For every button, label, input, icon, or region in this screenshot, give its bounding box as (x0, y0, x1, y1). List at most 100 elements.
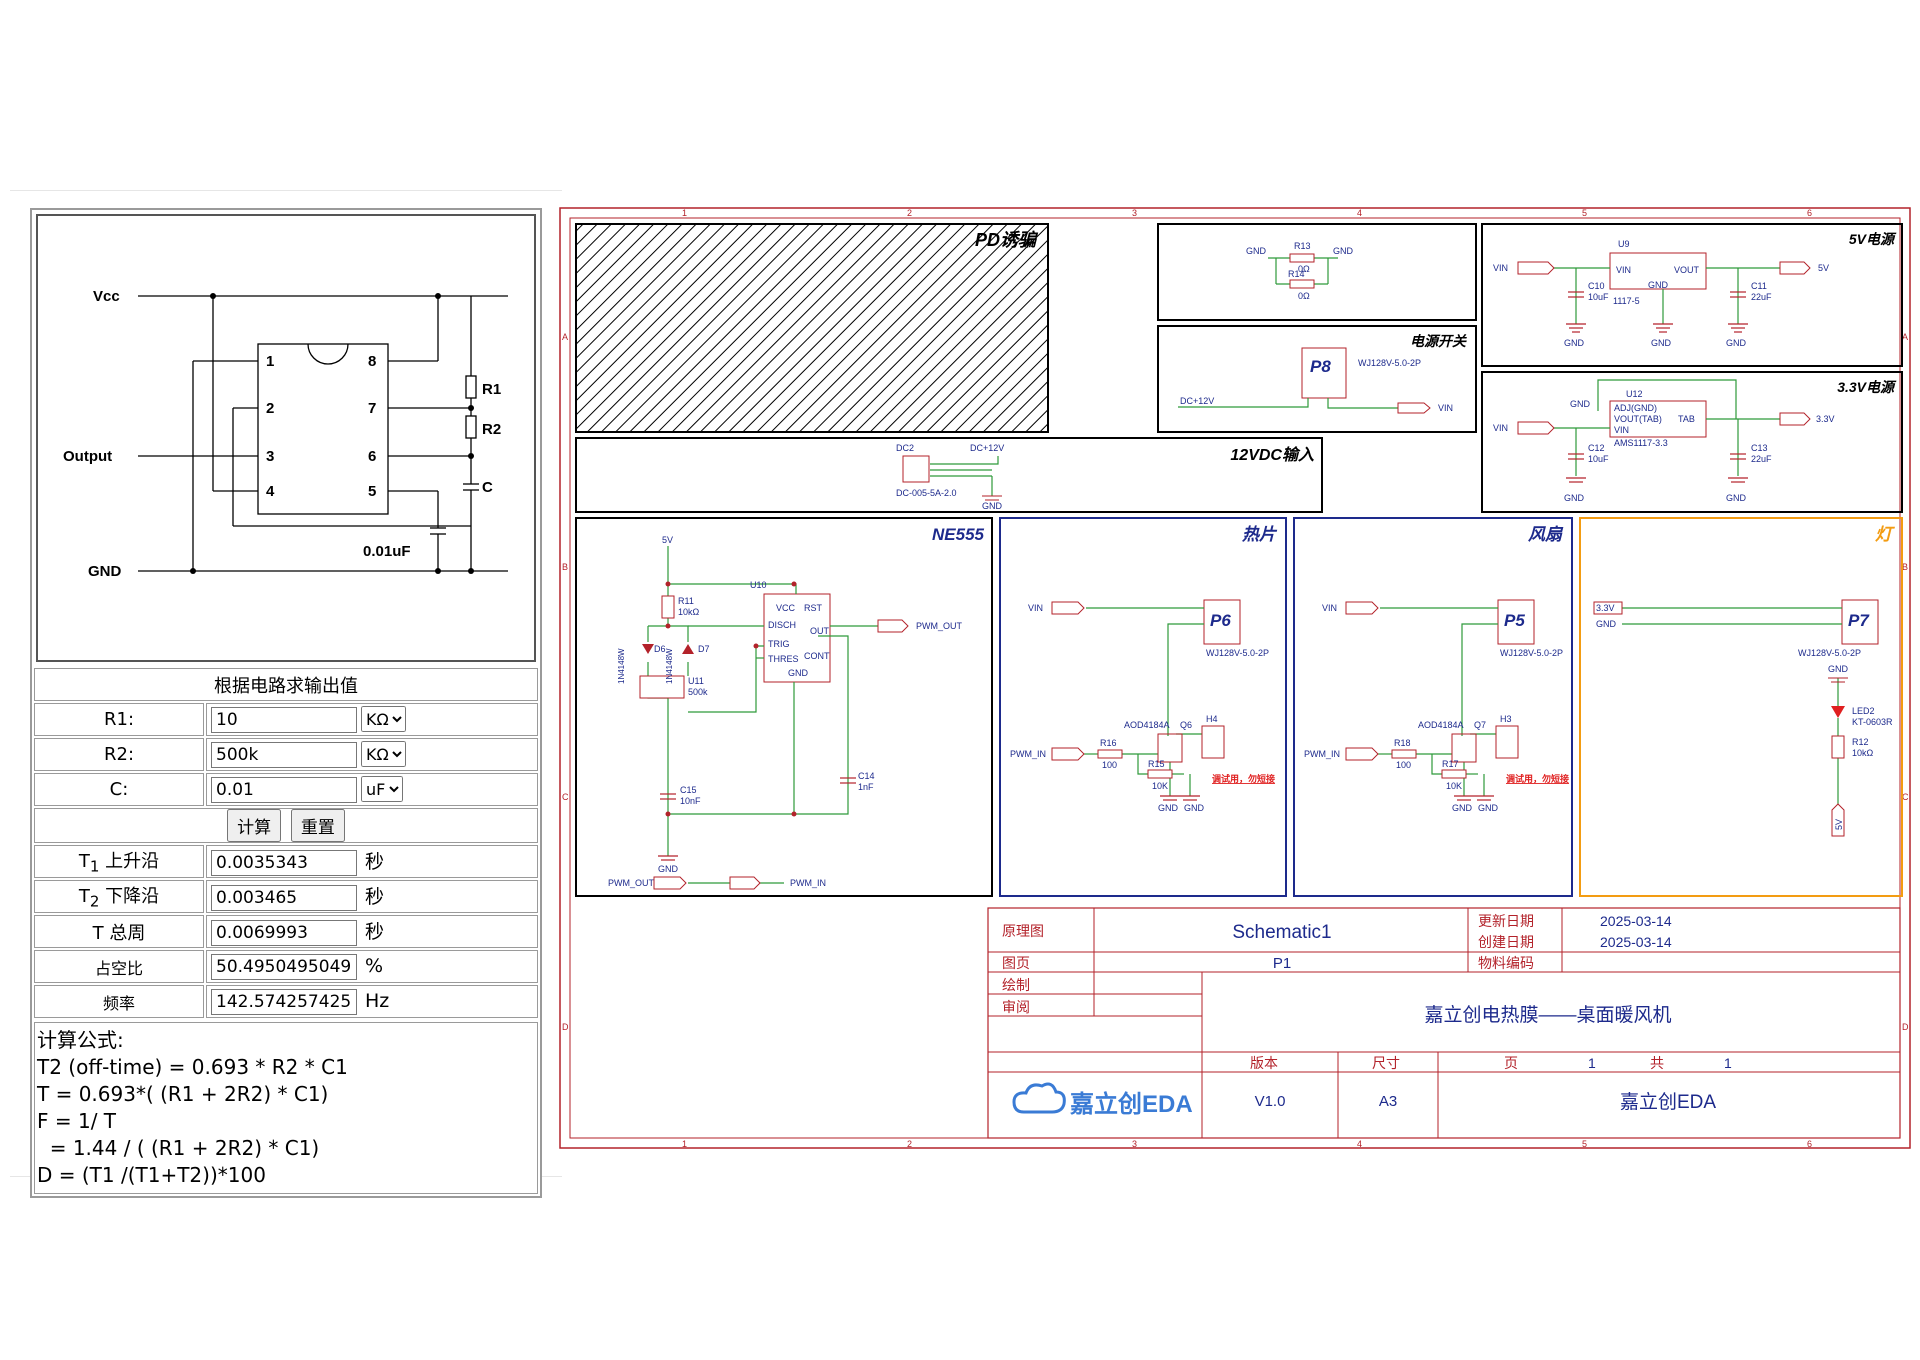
d6-label: D6 (654, 644, 666, 654)
u11-value: 500k (688, 687, 708, 697)
r1-field-label: R1: (34, 703, 204, 736)
t-total-label: T 总周 (34, 915, 204, 948)
u10-pin-thres: THRES (768, 654, 799, 664)
p5v-gnd-2: GND (1651, 338, 1672, 348)
q7-part: AOD4184A (1418, 720, 1464, 730)
u11-pot (639, 675, 685, 699)
freq-unit: Hz (365, 989, 390, 1012)
q7-mosfet (1451, 733, 1477, 763)
r1-label: R1 (482, 381, 501, 398)
u10-pin-cont: CONT (804, 651, 830, 661)
fan-gnd-2: GND (1478, 803, 1499, 813)
r15-label: R15 (1148, 759, 1165, 769)
ne555-pwm-in-jumper: PWM_IN (790, 878, 826, 888)
r2-label: R2 (482, 421, 501, 438)
c-unit-select[interactable]: uF (361, 776, 403, 803)
c12-value: 10uF (1588, 454, 1609, 464)
p8-connector (1301, 347, 1347, 399)
fan-block (1293, 517, 1573, 897)
pin-3: 3 (266, 448, 274, 465)
r11-resistor (661, 595, 675, 619)
grid-row-b-right: B (1902, 562, 1908, 572)
duty-output[interactable] (211, 953, 357, 980)
dc-input-title: 12VDC输入 (1230, 446, 1314, 464)
p7-part: WJ128V-5.0-2P (1798, 648, 1861, 658)
grid-col-5-bottom: 5 (1582, 1139, 1587, 1149)
r12-value: 10kΩ (1852, 748, 1874, 758)
grid-col-6: 6 (1807, 208, 1812, 218)
fan-pwm-in-port (1345, 747, 1379, 761)
p6-label: P6 (1210, 611, 1231, 630)
led2-part: KT-0603R (1852, 717, 1893, 727)
pd-block (575, 223, 1049, 433)
u9-5v-port (1779, 261, 1811, 275)
h3-label: H3 (1500, 714, 1512, 724)
calculate-button[interactable]: 计算 (227, 809, 282, 842)
grid-col-2-bottom: 2 (907, 1139, 912, 1149)
r16-value: 100 (1102, 760, 1117, 770)
ne555-pwm-out-jumper: PWM_OUT (608, 878, 655, 888)
p33v-block (1481, 371, 1903, 513)
grid-row-d-right: D (1902, 1022, 1909, 1032)
grid-col-5: 5 (1582, 208, 1587, 218)
pin-4: 4 (266, 483, 275, 500)
u10-pin-vcc: VCC (776, 603, 796, 613)
c14-value: 1nF (858, 782, 874, 792)
freq-output[interactable] (211, 988, 357, 1015)
grid-row-d: D (562, 1022, 569, 1032)
r2-input[interactable] (211, 741, 357, 768)
c-input[interactable] (211, 776, 357, 803)
p5-label: P5 (1504, 611, 1525, 630)
tb-project: 嘉立创电热膜——桌面暖风机 (1424, 1004, 1671, 1026)
cloud-icon (1012, 1082, 1066, 1114)
led2-symbol (1831, 706, 1845, 718)
p5v-gnd-3: GND (1726, 338, 1747, 348)
u12-vout-pin: VOUT(TAB) (1614, 414, 1662, 424)
r2-unit-select[interactable]: KΩ (361, 741, 406, 768)
p5v-gnd-1: GND (1564, 338, 1585, 348)
ne555-pwm-out-net: PWM_OUT (916, 621, 963, 631)
r15-resistor (1147, 769, 1173, 779)
freq-label: 频率 (34, 985, 204, 1018)
h4-note: 调试用，勿短接 (1212, 773, 1275, 784)
u9-vin-net: VIN (1493, 263, 1508, 273)
u9-vin-port (1517, 261, 1555, 275)
p5-part: WJ128V-5.0-2P (1500, 648, 1563, 658)
fan-gnd-1: GND (1452, 803, 1473, 813)
u9-vout-pin: VOUT (1674, 265, 1700, 275)
ne555-pwm-out-port (877, 619, 909, 633)
r18-resistor (1391, 749, 1417, 759)
r11-value: 10kΩ (678, 607, 700, 617)
pin-6: 6 (368, 448, 376, 465)
calculator-form: 根据电路求输出值 R1: KΩ R2: KΩ C: uF 计算 重置 T1 上升… (32, 666, 540, 1020)
c15-label: C15 (680, 785, 697, 795)
t2-output[interactable] (211, 885, 357, 911)
grid-col-4: 4 (1357, 208, 1362, 218)
r1-input[interactable] (211, 706, 357, 733)
tb-sheet-label: 原理图 (1002, 923, 1044, 939)
schematic-sheet: 1 2 3 4 5 6 1 2 3 4 5 6 A B C D A B C D … (559, 207, 1911, 1149)
d7-label: D7 (698, 644, 710, 654)
p33v-gnd-2: GND (1726, 493, 1747, 503)
dc2-gnd: GND (982, 501, 1003, 511)
reset-button[interactable]: 重置 (290, 809, 345, 842)
r1-unit-select[interactable]: KΩ (361, 706, 406, 733)
p8-label: P8 (1310, 357, 1331, 376)
t1-output[interactable] (211, 850, 357, 876)
t-total-output[interactable] (211, 920, 357, 946)
r16-resistor (1097, 749, 1123, 759)
t2-unit: 秒 (365, 886, 385, 908)
q6-part: AOD4184A (1124, 720, 1170, 730)
r18-label: R18 (1394, 738, 1411, 748)
u12-part: AMS1117-3.3 (1614, 438, 1668, 448)
resistor-block (1157, 223, 1477, 321)
heater-title: 热片 (1241, 525, 1278, 544)
t-total-unit: 秒 (365, 921, 385, 943)
lamp-5v-net: 5V (1834, 819, 1844, 830)
outer-frame (559, 207, 1911, 1149)
lamp-5v-port (1831, 803, 1845, 837)
tb-company: 嘉立创EDA (1620, 1091, 1716, 1113)
fan-vin-port (1345, 601, 1379, 615)
dc2-part: DC-005-5A-2.0 (896, 488, 957, 498)
r16-label: R16 (1100, 738, 1117, 748)
